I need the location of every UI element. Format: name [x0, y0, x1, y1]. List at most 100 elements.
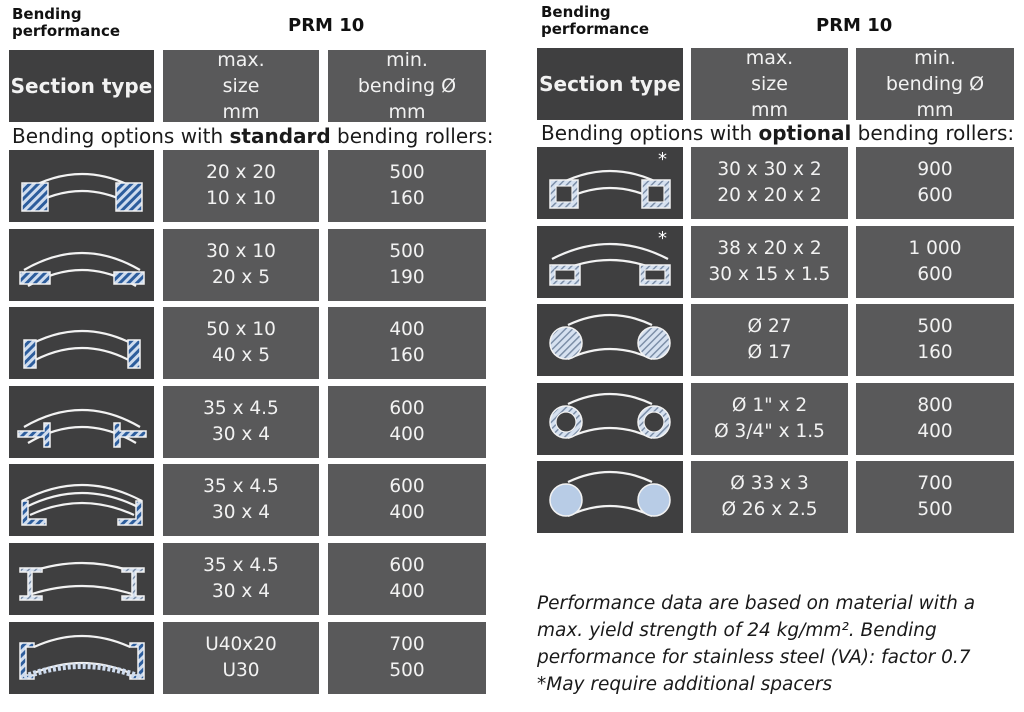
angle-section-icon — [20, 484, 143, 527]
header-line: bending Ø — [885, 73, 985, 95]
section-icon-cell: * — [537, 225, 683, 298]
section-icon-cell — [9, 543, 154, 615]
size-value: Ø 27 — [747, 316, 792, 338]
subtitle-text: Bending options with — [541, 121, 759, 145]
header-line: mm — [916, 99, 954, 121]
max-size-header: max. size mm — [691, 47, 848, 121]
subtitle-text: bending rollers: — [330, 124, 494, 148]
size-value: 10 x 10 — [206, 188, 276, 209]
bending-value: 190 — [389, 266, 425, 288]
section-icon-cell — [9, 621, 154, 694]
bending-value: 600 — [389, 397, 425, 419]
optional-rollers-subtitle: Bending options with optional bending ro… — [541, 121, 1014, 145]
bending-performance-label: Bending performance — [541, 4, 649, 38]
size-value: 20 x 5 — [211, 266, 271, 288]
bending-value: 160 — [917, 342, 953, 364]
subtitle-text: Bending options with — [12, 124, 230, 148]
bending-value: 160 — [389, 345, 425, 367]
size-value: 35 x 4.5 — [203, 555, 279, 576]
model-name: PRM 10 — [816, 15, 893, 36]
performance-footnote: Performance data are based on material w… — [537, 593, 976, 695]
header-line: min. — [386, 49, 428, 71]
rectangular-tube-section-icon — [549, 242, 671, 286]
size-value: 38 x 20 x 2 — [717, 237, 822, 259]
bending-value: 400 — [389, 581, 425, 602]
max-size-cell: 35 x 4.5 30 x 4 — [163, 464, 319, 537]
bending-value: 700 — [389, 633, 425, 655]
header-line: size — [222, 75, 260, 97]
round-tube-solid-section-icon — [549, 471, 671, 518]
header-line: min. — [914, 47, 956, 69]
bending-value: 500 — [389, 162, 425, 183]
header-line: mm — [222, 101, 260, 123]
section-type-header: Section type — [537, 48, 683, 120]
model-name: PRM 10 — [288, 15, 365, 36]
size-value: 35 x 4.5 — [203, 476, 279, 498]
max-size-cell: 50 x 10 40 x 5 — [163, 307, 319, 380]
t-bar-section-icon — [16, 408, 147, 448]
bending-value: 600 — [389, 476, 425, 498]
max-size-cell: 38 x 20 x 2 30 x 15 x 1.5 — [691, 225, 848, 298]
bending-value: 160 — [389, 188, 425, 209]
round-bar-section-icon — [549, 314, 671, 361]
bending-value: 700 — [917, 473, 953, 495]
section-icon-cell — [9, 228, 154, 301]
size-value: 50 x 10 — [206, 319, 276, 341]
section-icon-cell — [537, 382, 683, 455]
bending-value: 400 — [389, 423, 425, 445]
flat-bar-vertical-section-icon — [22, 330, 141, 369]
size-value: 30 x 15 x 1.5 — [708, 263, 831, 285]
section-icon-cell — [537, 461, 683, 534]
min-bending-header: min. bending Ø mm — [328, 49, 486, 123]
size-value: Ø 26 x 2.5 — [721, 499, 818, 521]
square-bar-section-icon — [20, 172, 143, 212]
max-size-header: max. size mm — [163, 49, 319, 123]
size-value: 30 x 30 x 2 — [717, 159, 822, 180]
label-line-2: performance — [541, 20, 650, 38]
size-value: 40 x 5 — [211, 345, 271, 367]
subtitle-emphasis: optional — [758, 121, 852, 145]
size-value: 30 x 4 — [211, 581, 271, 602]
size-value: Ø 17 — [747, 342, 792, 364]
label-line-1: Bending — [12, 5, 82, 23]
max-size-cell: Ø 27 Ø 17 — [691, 304, 848, 377]
section-icon-cell — [9, 307, 154, 380]
t-section-flange-icon — [18, 561, 145, 601]
spacer-asterisk: * — [658, 149, 667, 170]
section-icon-cell — [9, 385, 154, 458]
section-icon-cell — [537, 304, 683, 377]
size-value: Ø 3/4" x 1.5 — [714, 420, 825, 442]
standard-rollers-subtitle: Bending options with standard bending ro… — [12, 124, 494, 148]
u-channel-section-icon — [18, 634, 145, 680]
section-icon-cell: * — [537, 147, 683, 219]
bending-value: 900 — [917, 159, 953, 180]
section-icon-cell — [9, 150, 154, 222]
bending-value: 400 — [389, 502, 425, 524]
size-value: 20 x 20 — [206, 162, 276, 183]
bending-value: 400 — [389, 319, 425, 341]
square-tube-section-icon — [549, 169, 671, 209]
bending-value: 500 — [917, 316, 953, 338]
subtitle-text: bending rollers: — [851, 121, 1015, 145]
bending-value: 800 — [917, 394, 953, 416]
bending-value: 500 — [917, 499, 953, 521]
section-type-header: Section type — [9, 50, 154, 122]
size-value: 30 x 4 — [211, 502, 271, 524]
bending-value: 500 — [389, 240, 425, 262]
max-size-cell: 20 x 20 10 x 10 — [163, 150, 319, 222]
